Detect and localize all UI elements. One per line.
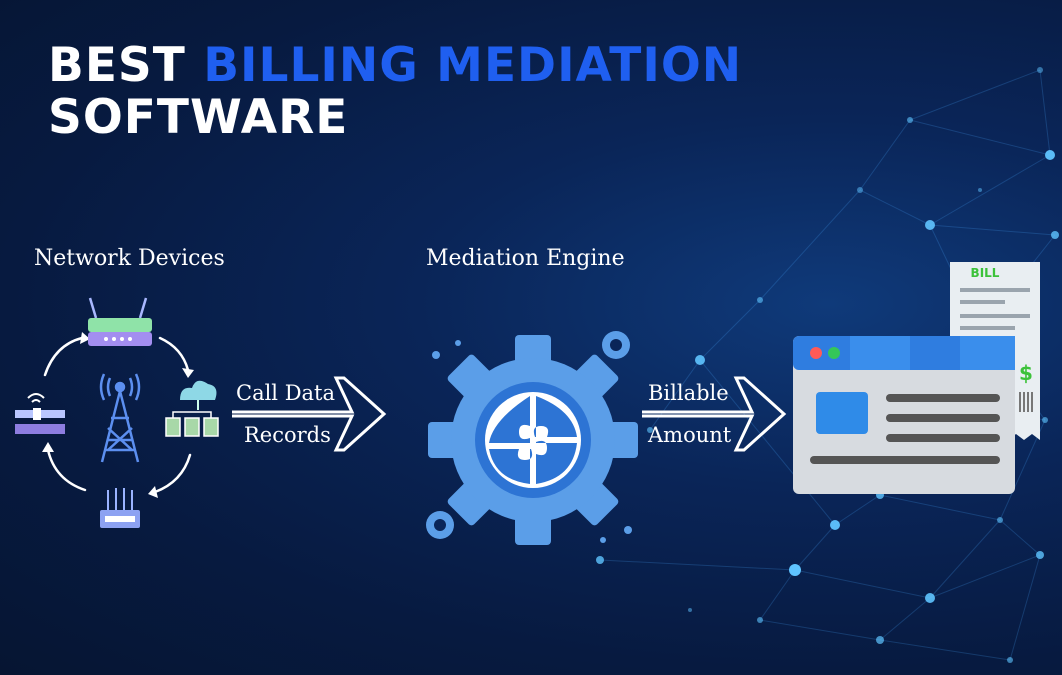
- billable-label-line-2: Amount: [648, 423, 732, 447]
- switch-icon: [100, 488, 140, 528]
- receipt-currency: $: [1019, 361, 1033, 385]
- receipt-heading: BILL: [971, 266, 1000, 280]
- modem-icon: [15, 393, 65, 434]
- cell-tower-icon: [99, 373, 141, 463]
- cdr-label-line-2: Records: [244, 423, 331, 447]
- title-accent: BILLING MEDIATION: [203, 38, 743, 93]
- cycle-arrow-top-right: [158, 336, 190, 372]
- cycle-arrow-bottom-right: [153, 453, 192, 494]
- cdr-label-line-1: Call Data: [236, 381, 336, 405]
- billable-label-line-1: Billable: [648, 381, 729, 405]
- browser-window-icon: [793, 336, 1015, 494]
- gear-icon: [426, 331, 638, 545]
- arrow-right-icon: [642, 376, 787, 452]
- title-prefix: BEST: [48, 38, 204, 93]
- page-title-line-2: SOFTWARE: [48, 90, 349, 145]
- arrow-right-icon: [232, 376, 387, 452]
- cloud-server-icon: [165, 380, 219, 437]
- network-devices-label: Network Devices: [34, 246, 225, 271]
- puzzle-icon: [489, 396, 577, 484]
- cycle-arrow-bottom-left: [46, 448, 87, 492]
- cycle-arrow-top-left: [43, 336, 84, 377]
- router-icon: [88, 297, 152, 346]
- page-title-line-1: BEST BILLING MEDIATION: [48, 40, 742, 92]
- mediation-engine-label: Mediation Engine: [426, 246, 625, 271]
- network-devices-diagram: [15, 297, 219, 528]
- billing-output-diagram: BILL $: [793, 262, 1040, 494]
